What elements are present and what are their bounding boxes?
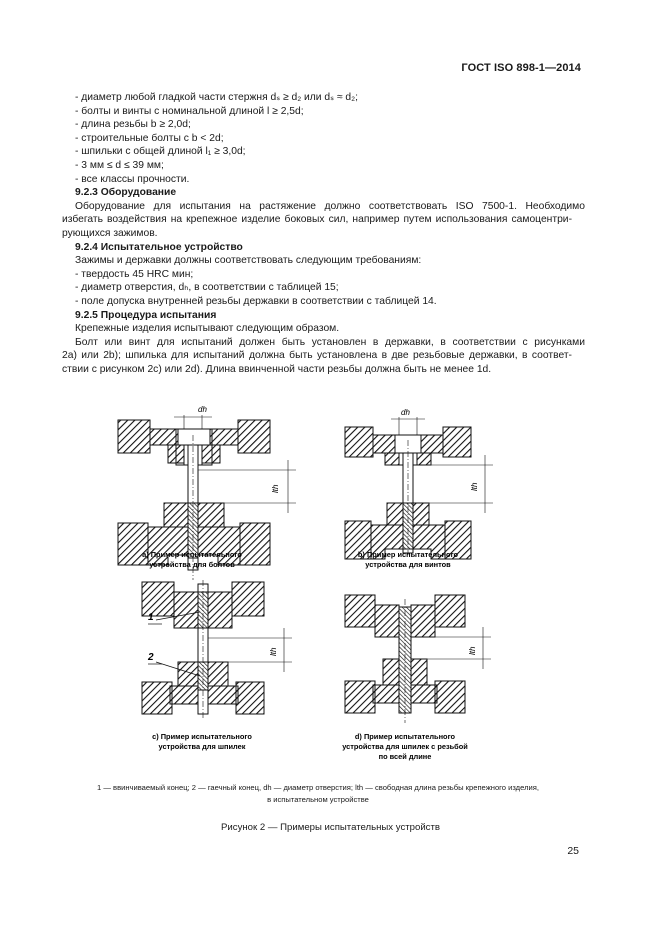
legend-line-1: 1 — ввинчиваемый конец; 2 — гаечный коне… — [97, 783, 539, 792]
body-line: 9.2.4 Испытательное устройство — [75, 241, 243, 253]
body-line: - диаметр отверстия, dₕ, в соответствии … — [75, 282, 339, 294]
body-line: - 3 мм ≤ d ≤ 39 мм; — [75, 159, 164, 171]
body-line: - строительные болты с b < 2d; — [75, 132, 224, 144]
fixture-a: dh lth — [117, 405, 296, 580]
dim-dh-b: dh — [401, 408, 410, 417]
fixture-c: lth 1 2 — [141, 580, 292, 720]
body-line: - все классы прочности. — [75, 173, 190, 185]
body-line: 9.2.3 Оборудование — [75, 187, 177, 199]
body-line: Оборудование для испытания на растяжение… — [75, 200, 585, 212]
body-line: ствии с рисунком 2с) или 2d). Длина ввин… — [62, 363, 492, 375]
body-line: Болт или винт для испытаний должен быть … — [75, 336, 585, 348]
caption-b-line2: устройства для винтов — [365, 560, 451, 569]
caption-a-line2: устройства для болтов — [149, 560, 235, 569]
caption-a-line1: а) Пример испытательного — [142, 550, 242, 559]
body-line: - поле допуска внутренней резьбы державк… — [75, 295, 437, 307]
caption-d-line1: d) Пример испытательного — [355, 732, 456, 741]
body-line: избегать воздействия на крепежное издели… — [62, 214, 572, 226]
caption-c-line2: устройства для шпилек — [159, 742, 246, 751]
dim-lth-b: lth — [470, 482, 479, 491]
dim-dh-a: dh — [198, 405, 207, 414]
body-line: 2а) или 2b); шпилька для испытаний должн… — [62, 350, 572, 362]
page-header: ГОСТ ISO 898-1—2014 — [461, 62, 581, 74]
dim-lth-c: lth — [269, 647, 278, 656]
legend-line-2: в испытательном устройстве — [267, 795, 369, 804]
body-line: 9.2.5 Процедура испытания — [75, 309, 217, 321]
callout-1: 1 — [148, 612, 154, 623]
body-line: рующихся зажимов. — [62, 227, 158, 239]
dim-lth-a: lth — [271, 484, 280, 493]
figure-2: dh lth dh lth — [117, 405, 493, 761]
body-line: - длина резьбы b ≥ 2,0d; — [75, 119, 191, 131]
callout-2: 2 — [147, 652, 154, 663]
fixture-d: lth — [344, 594, 491, 723]
caption-d-line3: по всей длине — [379, 752, 432, 761]
body-line: Крепежные изделия испытывают следующим о… — [75, 323, 340, 335]
fixture-b: dh lth — [344, 408, 493, 560]
body-line: - шпильки с общей длиной l₁ ≥ 3,0d; — [75, 146, 246, 158]
body-line: - диаметр любой гладкой части стержня dₛ… — [75, 92, 358, 103]
caption-c-line1: с) Пример испытательного — [152, 732, 252, 741]
body-line: - болты и винты с номинальной длиной l ≥… — [75, 105, 304, 117]
body-line: - твердость 45 HRC мин; — [75, 268, 194, 280]
body-text: - диаметр любой гладкой части стержня dₛ… — [62, 91, 585, 376]
dim-lth-d: lth — [468, 646, 477, 655]
caption-b-line1: b) Пример испытательного — [358, 550, 459, 559]
page-number: 25 — [567, 845, 579, 857]
caption-d-line2: устройства для шпилек с резьбой — [342, 742, 468, 751]
figure-caption: Рисунок 2 — Примеры испытательных устрой… — [221, 822, 440, 833]
figure-legend: 1 — ввинчиваемый конец; 2 — гаечный коне… — [58, 782, 578, 806]
body-line: Зажимы и державки должны соответствовать… — [75, 255, 422, 267]
